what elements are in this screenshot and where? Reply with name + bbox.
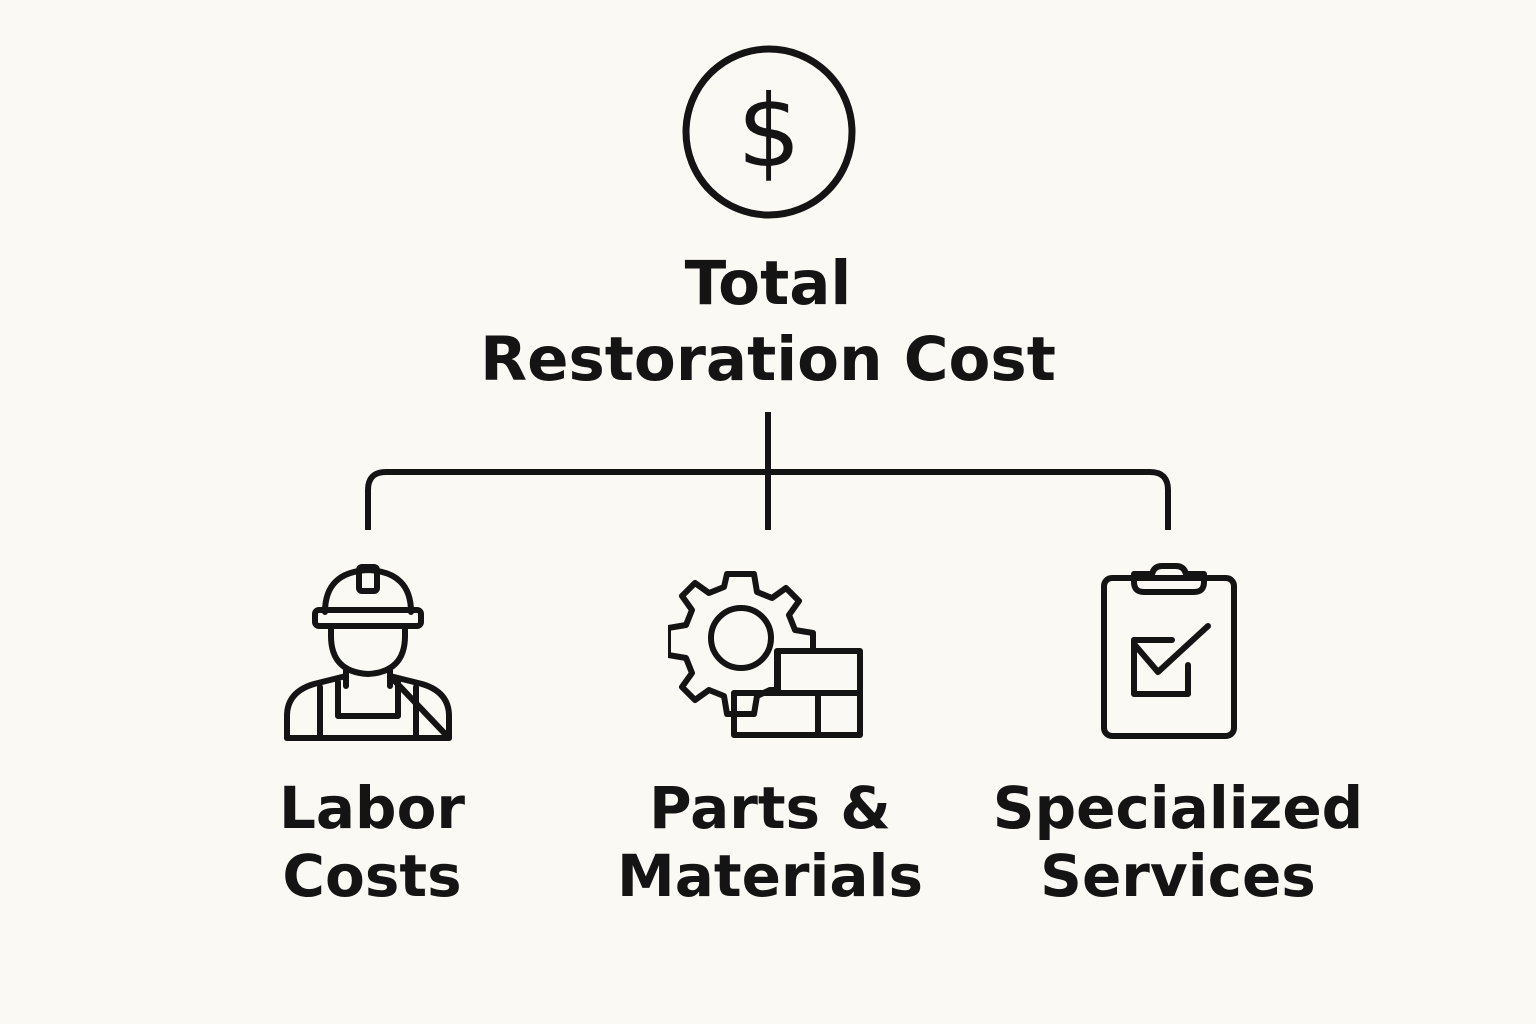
- parts-materials-line1: Parts &: [649, 774, 891, 842]
- root-title-line2: Restoration Cost: [480, 324, 1056, 395]
- worker-hardhat-icon: [284, 564, 452, 741]
- gear-bricks-icon: [668, 571, 863, 738]
- labor-costs-line1: Labor: [278, 774, 466, 842]
- svg-text:$: $: [737, 73, 801, 190]
- labor-costs-line2: Costs: [282, 842, 462, 910]
- root-title-line1: Total: [684, 248, 852, 319]
- parts-materials-line2: Materials: [617, 842, 923, 910]
- labor-costs-label: Labor Costs: [162, 774, 582, 910]
- specialized-services-line1: Specialized: [992, 774, 1364, 842]
- specialized-services-label: Specialized Services: [968, 774, 1388, 910]
- parts-materials-label: Parts & Materials: [560, 774, 980, 910]
- specialized-services-line2: Services: [1040, 842, 1316, 910]
- root-title: Total Restoration Cost: [368, 246, 1168, 398]
- dollar-icon: $: [682, 45, 856, 219]
- clipboard-check-icon: [1101, 563, 1237, 739]
- branch-bar: [365, 469, 1171, 530]
